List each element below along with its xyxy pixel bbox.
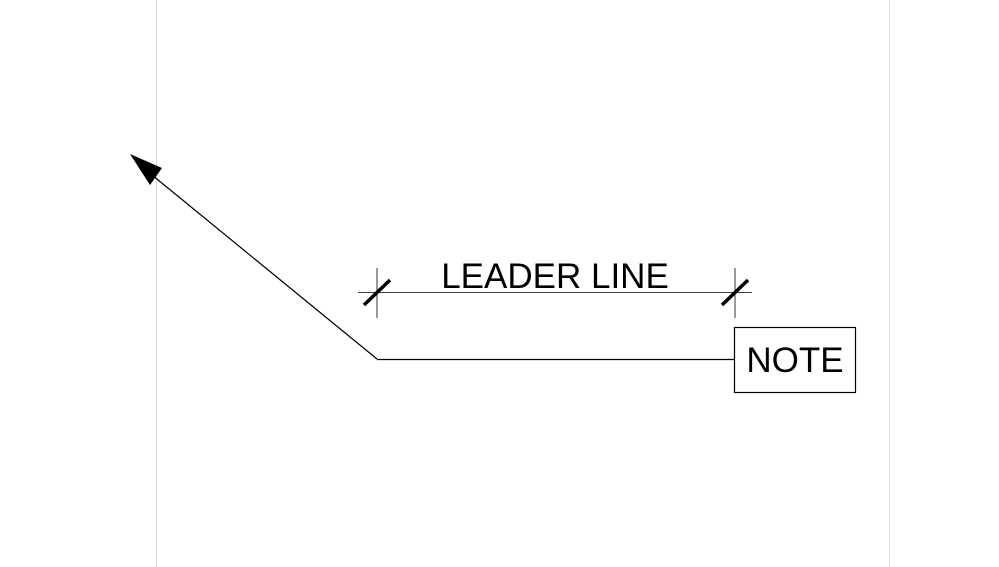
- arrowhead-icon: [130, 154, 162, 185]
- tick-mark-left-icon: [362, 278, 392, 307]
- note-box: [733, 326, 857, 394]
- leader-angled-segment: [151, 174, 378, 360]
- dimension-label: LEADER LINE: [441, 257, 669, 296]
- tick-mark-right-icon: [720, 278, 750, 307]
- note-text: NOTE: [746, 341, 843, 380]
